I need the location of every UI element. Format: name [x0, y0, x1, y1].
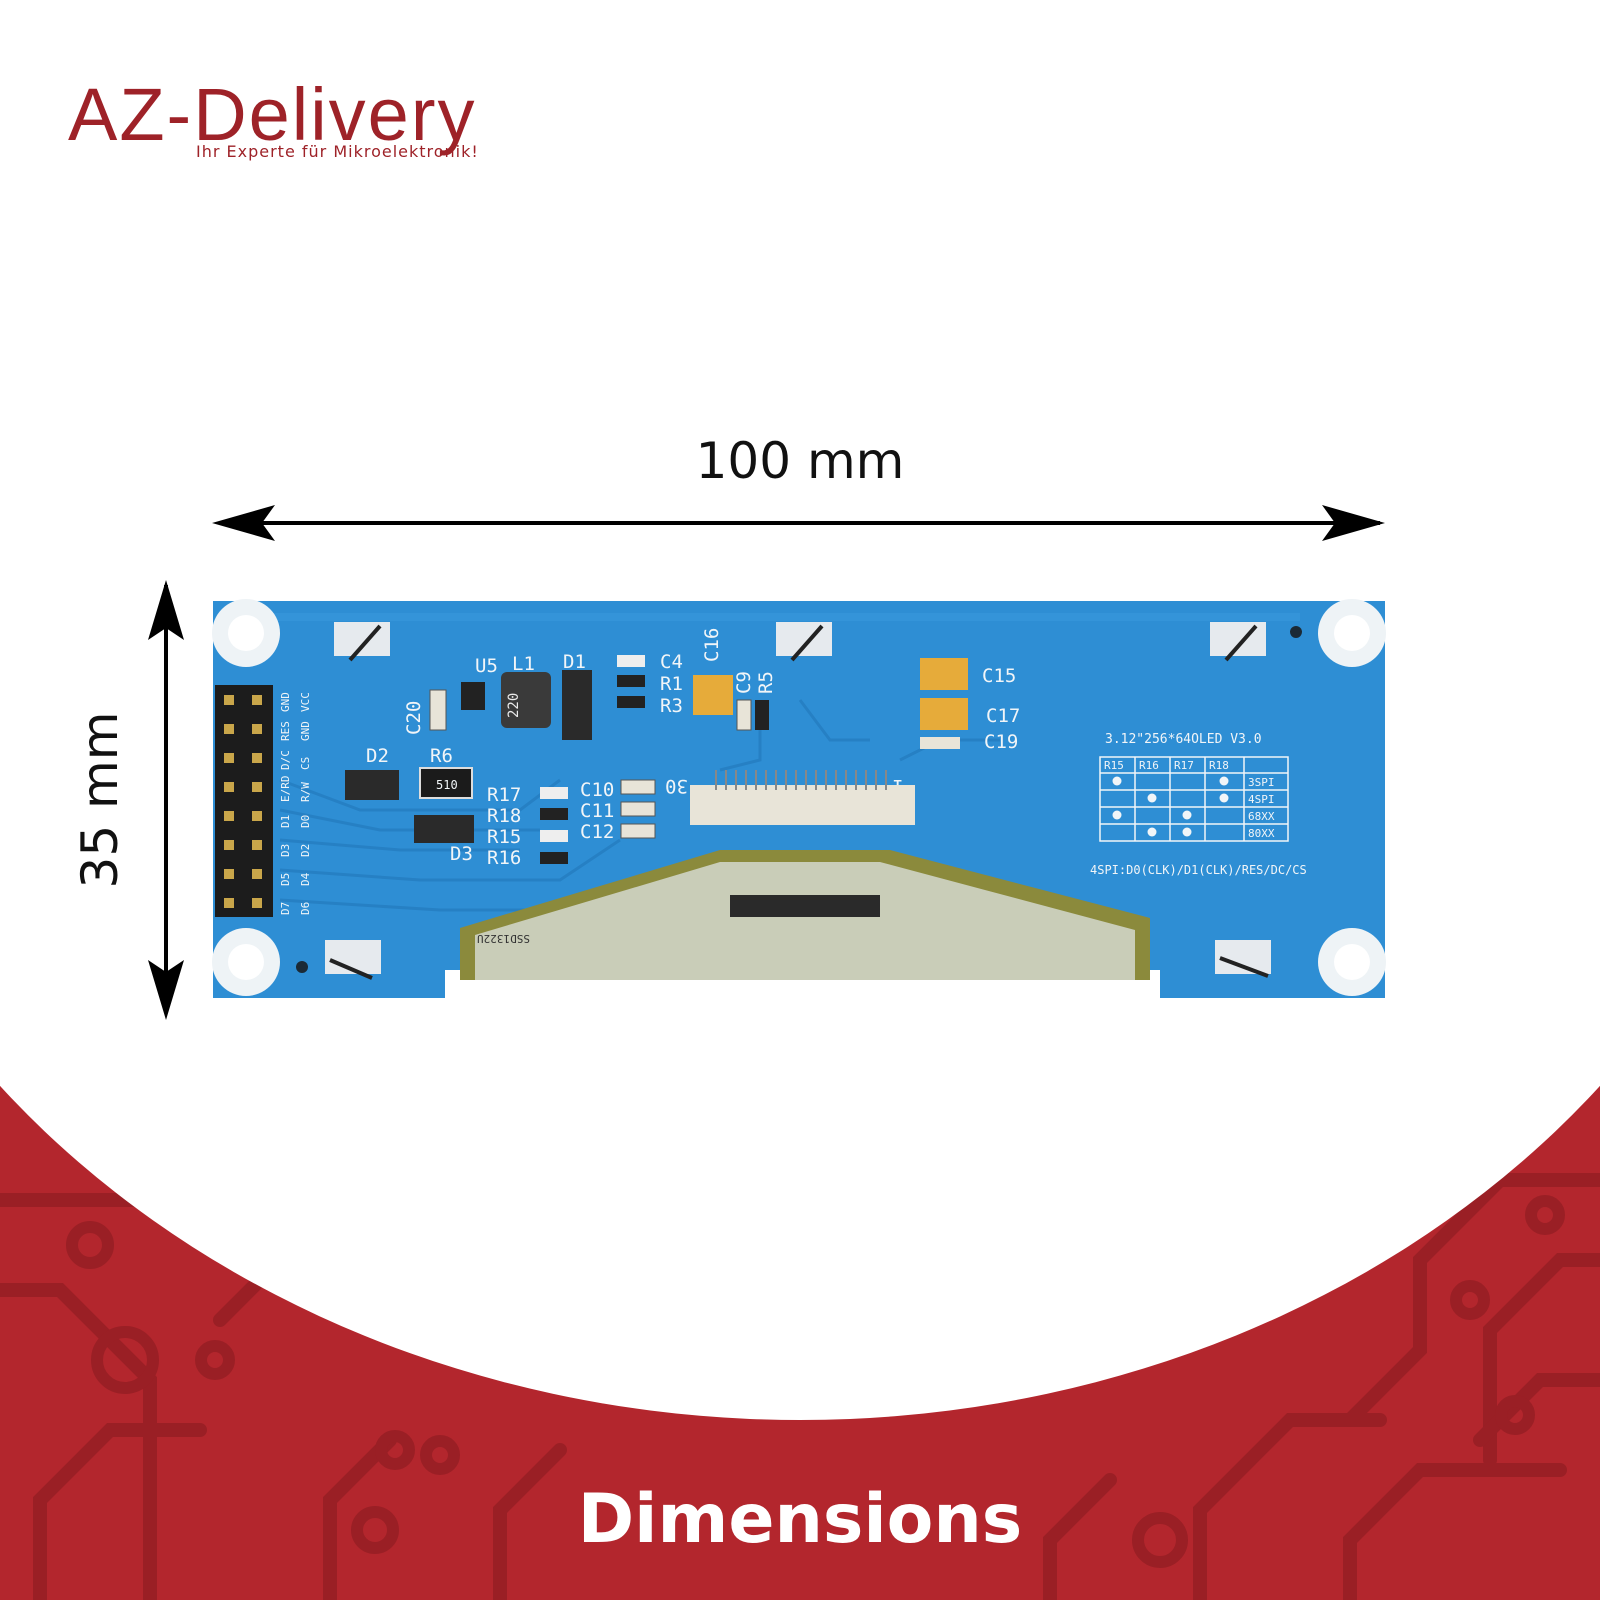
pin-label-d2: D2: [299, 844, 312, 857]
pin-header: [215, 685, 273, 917]
pin-label-d5: D5: [279, 873, 292, 886]
label-r16: R16: [487, 847, 521, 869]
mounting-holes: [212, 599, 1386, 996]
config-dot: [1219, 793, 1229, 803]
pin-label-res: RES: [279, 721, 292, 741]
model-text: 3.12"256*64OLED V3.0: [1105, 732, 1262, 747]
config-dot: [1147, 793, 1157, 803]
label-c15: C15: [982, 665, 1016, 687]
width-arrow: [212, 505, 1385, 541]
label-r5: R5: [755, 671, 777, 694]
label-r17: R17: [487, 784, 521, 806]
label-l1-value: 220: [506, 693, 522, 718]
fpc-pins: [715, 770, 887, 790]
ic-label: SSD1322U: [477, 932, 530, 945]
pin-label-d3: D3: [279, 844, 292, 857]
pin-label-d7: D7: [279, 902, 292, 915]
label-conn-30: 30: [665, 775, 688, 797]
label-c10: C10: [580, 779, 614, 801]
components: [345, 655, 968, 864]
config-dot: [1147, 827, 1157, 837]
label-c19: C19: [984, 731, 1018, 753]
config-dot: [1219, 776, 1229, 786]
driver-ic: [730, 895, 880, 917]
config-table: [1099, 756, 1289, 842]
config-headers: R15 R16 R17 R18 3SPI 4SPI 68XX 80XX: [1104, 759, 1275, 840]
pin-label-gnd2: GND: [299, 721, 312, 741]
label-l1: L1: [512, 653, 535, 675]
interface-text: 4SPI:D0(CLK)/D1(CLK)/RES/DC/CS: [1090, 863, 1307, 877]
brand-tagline: Ihr Experte für Mikroelektronik!: [196, 142, 479, 161]
table-header-r18: R18: [1209, 759, 1229, 772]
pin-label-gnd: GND: [279, 692, 292, 712]
label-r3: R3: [660, 695, 683, 717]
table-header-r17: R17: [1174, 759, 1194, 772]
bracket-clips: [325, 622, 1271, 980]
footer-title: Dimensions: [577, 1480, 1023, 1559]
oled-glass: [475, 862, 1135, 980]
label-c11: C11: [580, 800, 614, 822]
pin-label-d6: D6: [299, 902, 312, 915]
label-c20: C20: [403, 701, 425, 735]
label-u5: U5: [475, 655, 498, 677]
pin-label-cs: CS: [299, 757, 312, 770]
label-c12: C12: [580, 821, 614, 843]
brand-logo[interactable]: AZ-Delivery Ihr Experte für Mikroelektro…: [68, 78, 588, 168]
pin-label-rw: R/W: [299, 782, 312, 802]
label-c17: C17: [986, 705, 1020, 727]
pin-labels: GND RES D/C E/RD D1 D3 D5 D7 VCC GND CS …: [279, 692, 312, 915]
label-r15: R15: [487, 826, 521, 848]
config-dot: [1112, 776, 1122, 786]
pin-label-vcc: VCC: [299, 692, 312, 712]
config-dot: [1182, 827, 1192, 837]
label-d1: D1: [563, 651, 586, 673]
config-dot: [1112, 810, 1122, 820]
label-r6-value: 510: [436, 778, 458, 792]
label-c9: C9: [733, 671, 755, 694]
pin-label-erd: E/RD: [279, 776, 292, 803]
pin-label-d4: D4: [299, 872, 312, 886]
fpc-connector: [690, 785, 915, 825]
height-arrow: [148, 580, 184, 1020]
pin-label-dc: D/C: [279, 750, 292, 770]
table-mode-68xx: 68XX: [1248, 810, 1275, 823]
config-dots: [1112, 776, 1229, 837]
table-mode-3spi: 3SPI: [1248, 776, 1275, 789]
circuit-pads: [66, 1195, 1565, 1568]
label-r1: R1: [660, 673, 683, 695]
pin-label-d0: D0: [299, 815, 312, 828]
label-d2: D2: [366, 745, 389, 767]
label-r18: R18: [487, 805, 521, 827]
table-mode-80xx: 80XX: [1248, 827, 1275, 840]
label-d3: D3: [450, 843, 473, 865]
table-header-r16: R16: [1139, 759, 1159, 772]
config-dot: [1182, 810, 1192, 820]
width-label: 100 mm: [695, 432, 905, 490]
brand-name: AZ-Delivery: [68, 73, 477, 156]
label-r6: R6: [430, 745, 453, 767]
table-mode-4spi: 4SPI: [1248, 793, 1275, 806]
label-c16: C16: [701, 628, 723, 662]
pin-label-d1: D1: [279, 815, 292, 828]
component-labels: U5 L1 D1 C4 R1 R3 C16 C9 R5 C15 C17 C19 …: [366, 628, 1020, 869]
label-c4: C4: [660, 651, 683, 673]
table-header-r15: R15: [1104, 759, 1124, 772]
